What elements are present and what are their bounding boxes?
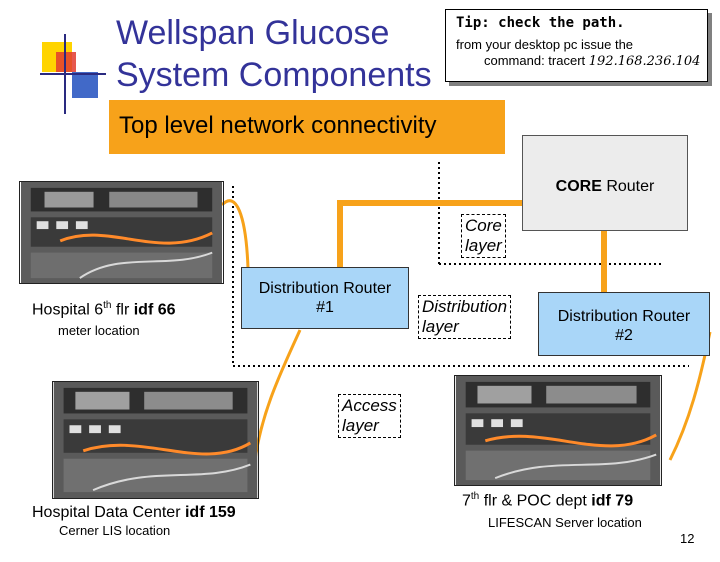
distribution-router-1-line2: #1: [316, 299, 334, 316]
core-layer-line1: Core: [465, 216, 502, 235]
hospital-dc-subcaption: Cerner LIS location: [59, 523, 171, 538]
core-router-label-bold: CORE: [555, 178, 602, 195]
network-rack-photo-7th-floor: [454, 375, 662, 486]
access-layer-line2: layer: [342, 416, 379, 435]
distribution-router-1: Distribution Router #1: [241, 267, 409, 329]
hospital-6th-idf: idf 66: [133, 301, 176, 319]
floor-7th-prefix: 7: [462, 492, 471, 510]
distribution-router-2-line2: #2: [615, 327, 633, 344]
floor-7th-caption: 7th flr & POC dept idf 79 LIFESCAN Serve…: [462, 487, 642, 531]
tip-body-line1: from your desktop pc issue the: [456, 37, 634, 52]
distribution-layer-line2: layer: [422, 317, 459, 336]
slide-title-line2: System Components: [116, 56, 432, 94]
floor-7th-title: 7th flr & POC dept idf 79: [462, 487, 642, 511]
core-router-box: CORE Router: [522, 135, 688, 231]
hospital-dc-prefix: Hospital Data Center: [32, 504, 185, 521]
distribution-layer-label: Distribution layer: [418, 295, 512, 339]
tip-body-line2: command: tracert 192.168.236.104: [456, 53, 700, 70]
tip-ip-address: 192.168.236.104: [588, 54, 701, 69]
decor-line-horizontal: [40, 73, 106, 75]
section-banner: Top level network connectivity: [109, 100, 505, 154]
floor-7th-mid: flr & POC dept: [479, 492, 592, 510]
hospital-dc-title: Hospital Data Center idf 159: [32, 503, 236, 523]
tip-command: command: tracert: [484, 53, 589, 68]
orange-link-left: [337, 200, 604, 268]
core-layer-label: Core layer: [461, 214, 506, 258]
hospital-6th-caption: Hospital 6th flr idf 66 meter location: [32, 296, 176, 339]
floor-7th-idf: idf 79: [591, 492, 634, 510]
page-number: 12: [680, 531, 695, 546]
tip-box: Tip: check the path. from your desktop p…: [445, 9, 708, 82]
tip-body: from your desktop pc issue the command: …: [456, 37, 700, 70]
hospital-6th-subcaption: meter location: [58, 323, 140, 339]
slide-title: Wellspan Glucose System Components: [116, 12, 432, 96]
core-layer-line2: layer: [465, 236, 502, 255]
floor-7th-sup: th: [470, 491, 480, 502]
cable-dr1-down: [253, 329, 302, 461]
hospital-dc-caption: Hospital Data Center idf 159 Cerner LIS …: [32, 503, 236, 539]
hospital-6th-mid: flr: [111, 301, 134, 319]
distribution-router-2: Distribution Router #2: [538, 292, 710, 356]
distribution-router-2-line1: Distribution Router: [557, 308, 691, 325]
distribution-layer-line1: Distribution: [422, 297, 508, 316]
decor-square-blue: [72, 72, 98, 98]
access-layer-label: Access layer: [338, 394, 401, 438]
decor-square-red: [56, 52, 76, 72]
access-layer-line1: Access: [342, 396, 397, 415]
slide-title-line1: Wellspan Glucose: [116, 14, 390, 52]
hospital-6th-sup: th: [103, 300, 112, 311]
core-router-label: Router: [601, 178, 655, 195]
distribution-router-1-line1: Distribution Router: [258, 280, 392, 297]
network-rack-photo-data-center: [52, 381, 259, 499]
network-rack-photo-6th-floor: [19, 181, 224, 284]
hospital-dc-idf: idf 159: [184, 504, 236, 521]
cable-left-top: [220, 199, 250, 269]
hospital-6th-title: Hospital 6th flr idf 66: [32, 296, 176, 320]
hospital-6th-prefix: Hospital 6: [32, 301, 104, 319]
tip-heading: Tip: check the path.: [456, 15, 625, 31]
floor-7th-subcaption: LIFESCAN Server location: [488, 515, 642, 531]
